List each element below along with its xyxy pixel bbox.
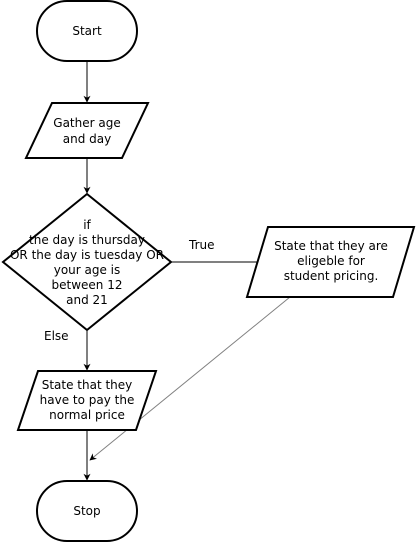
gather-line-2: and day (63, 132, 111, 146)
stop-terminator (36, 480, 138, 542)
decision-line-5: between 12 (52, 278, 123, 292)
normal-line-1: State that they (42, 378, 133, 392)
start-terminator (36, 0, 138, 62)
gather-line-1: Gather age (53, 116, 120, 130)
decision-diamond (1, 192, 173, 332)
student-line-2: eligeble for (297, 254, 365, 268)
normal-line-3: normal price (49, 408, 125, 422)
decision-line-2: the day is thursday (29, 233, 145, 247)
student-line-1: State that they are (274, 239, 388, 253)
stop-label: Stop (73, 504, 100, 518)
gather-input-shape (24, 102, 150, 159)
normal-price-output-shape (16, 370, 158, 431)
edge-label-true: True (188, 238, 215, 252)
edge-label-else: Else (44, 329, 69, 343)
start-label: Start (72, 24, 102, 38)
decision-line-6: and 21 (66, 293, 108, 307)
student-pricing-output-shape (245, 226, 416, 298)
edge-student-to-stop (89, 296, 291, 461)
normal-line-2: have to pay the (40, 393, 135, 407)
decision-line-1: if (83, 218, 91, 232)
student-line-3: student pricing. (284, 269, 379, 283)
decision-line-4: your age is (54, 263, 121, 277)
decision-line-3: OR the day is tuesday OR (10, 248, 164, 262)
